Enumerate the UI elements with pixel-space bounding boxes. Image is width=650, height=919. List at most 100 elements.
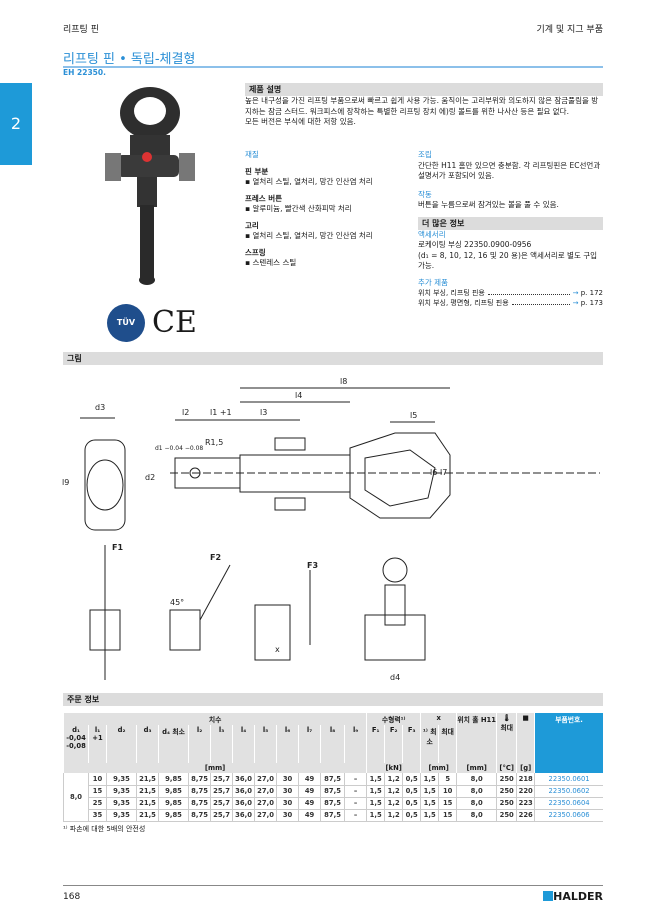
table-cell: 21,5	[136, 785, 159, 798]
label-d2: d2	[145, 473, 155, 482]
table-cell: 8,0	[456, 773, 497, 786]
order-heading: 주문 정보	[63, 693, 603, 706]
table-cell: 220	[516, 785, 535, 798]
label-f3: F3	[307, 561, 318, 570]
table-cell: 10	[88, 773, 107, 786]
dims-group: 치수	[62, 713, 367, 725]
table-cell: 15	[438, 797, 457, 810]
header-category: 기계 및 지그 부품	[536, 25, 603, 35]
table-cell: 9,35	[106, 785, 137, 798]
column-header: l₇	[298, 725, 321, 763]
related-link[interactable]: 위치 부싱, 평면형, 리프팅 핀용→ p. 173	[418, 298, 603, 308]
table-cell: 49	[298, 773, 321, 786]
part-number-link[interactable]: 22350.0604	[534, 797, 603, 810]
title-underline	[63, 66, 603, 68]
unit-kn: [kN]	[366, 763, 421, 773]
related-link[interactable]: 위치 부싱, 리프팅 핀용→ p. 172	[418, 288, 603, 298]
table-cell: 25,7	[210, 797, 233, 810]
table-cell: 49	[298, 809, 321, 822]
table-cell: 250	[496, 773, 517, 786]
column-header: d₁ -0,04 -0,08	[62, 725, 89, 763]
column-header: l₃	[210, 725, 233, 763]
table-cell: 27,0	[254, 785, 277, 798]
table-cell: 25,7	[210, 773, 233, 786]
more-info-heading: 더 많은 정보	[418, 216, 603, 230]
thermometer-icon: 🌡최대	[496, 713, 517, 763]
header-section: 리프팅 핀	[63, 25, 99, 35]
extra-products-heading: 추가 제품	[418, 277, 448, 287]
table-cell: 87,5	[320, 785, 345, 798]
column-header: d₃	[136, 725, 159, 763]
ce-logo: CE	[152, 305, 197, 340]
label-l7: l7	[440, 468, 447, 477]
material-label: 스프링	[245, 247, 266, 257]
label-angle: 45°	[170, 598, 184, 607]
table-cell: 8,75	[188, 773, 211, 786]
table-cell: –	[344, 797, 367, 810]
part-number-link[interactable]: 22350.0602	[534, 785, 603, 798]
part-number-link[interactable]: 22350.0606	[534, 809, 603, 822]
table-cell: 1,5	[420, 797, 439, 810]
label-d4: d4	[390, 673, 400, 682]
unit-mm: [mm]	[456, 763, 497, 773]
label-d1: d1 −0.04 −0.08	[155, 445, 203, 452]
table-cell: 8,75	[188, 797, 211, 810]
table-cell: 9,85	[158, 785, 189, 798]
force-group: 수형력¹⁾	[366, 713, 421, 725]
tuv-logo: TÜV	[107, 304, 145, 342]
table-cell: 218	[516, 773, 535, 786]
table-cell: 0,5	[402, 785, 421, 798]
table-cell: 1,2	[384, 809, 403, 822]
table-cell: 87,5	[320, 773, 345, 786]
label-l8: l8	[340, 377, 347, 386]
column-header: 최대	[438, 725, 457, 763]
table-cell: 87,5	[320, 809, 345, 822]
table-cell: 1,5	[366, 809, 385, 822]
table-cell: 0,5	[402, 809, 421, 822]
product-code: EH 22350.	[63, 68, 106, 77]
column-header: F₃	[402, 725, 421, 763]
label-l4: l4	[295, 391, 302, 400]
table-cell: 250	[496, 785, 517, 798]
table-cell: 15	[88, 785, 107, 798]
material-text: ▪ 열처리 스틸, 열처리, 망간 인산염 처리	[245, 177, 373, 186]
label-l9: l9	[62, 478, 69, 487]
product-photo	[105, 87, 195, 285]
table-cell: 1,5	[366, 773, 385, 786]
table-cell: 36,0	[232, 773, 255, 786]
table-cell: 1,2	[384, 785, 403, 798]
table-cell: 1,5	[366, 785, 385, 798]
unit-mm: [mm]	[420, 763, 457, 773]
material-label: 프레스 버튼	[245, 193, 283, 203]
column-header: l₆	[276, 725, 299, 763]
accessory-heading: 액세서리	[418, 229, 446, 239]
column-header: d₄ 최소	[158, 725, 189, 763]
table-cell: 8,75	[188, 809, 211, 822]
arrow-icon: →	[572, 289, 579, 297]
brand-logo: HALDER	[543, 890, 603, 903]
weight-icon: ■	[516, 713, 535, 763]
part-number-link[interactable]: 22350.0601	[534, 773, 603, 786]
label-l5: l5	[410, 411, 417, 420]
column-header: l₈	[320, 725, 345, 763]
table-cell: 8,75	[188, 785, 211, 798]
table-cell: –	[344, 785, 367, 798]
table-cell: 0,5	[402, 797, 421, 810]
description-heading: 제품 설명	[245, 83, 603, 96]
table-cell: 35	[88, 809, 107, 822]
unit-c: [°C]	[496, 763, 517, 773]
table-cell: 1,5	[420, 809, 439, 822]
table-cell: 21,5	[136, 773, 159, 786]
table-cell: 25,7	[210, 809, 233, 822]
table-cell: 9,85	[158, 797, 189, 810]
table-cell: 21,5	[136, 797, 159, 810]
table-cell: 49	[298, 797, 321, 810]
material-label: 핀 부분	[245, 166, 269, 176]
table-cell: 15	[438, 809, 457, 822]
table-cell: 49	[298, 785, 321, 798]
page-title: 리프팅 핀 • 독립-체결형	[63, 52, 196, 67]
temp-max: 최대	[500, 724, 513, 732]
